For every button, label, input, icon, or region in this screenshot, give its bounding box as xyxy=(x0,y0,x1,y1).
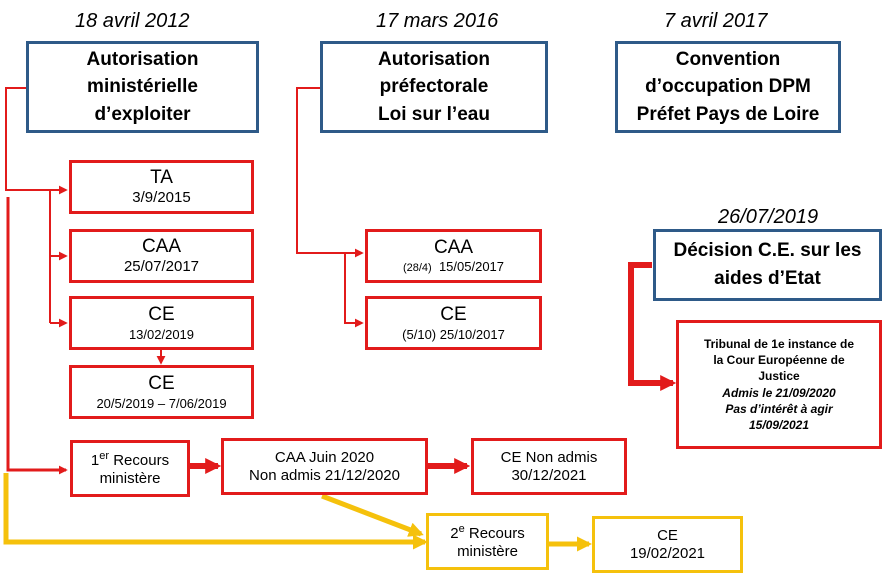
ce-non-admis-line2: 30/12/2021 xyxy=(511,466,587,484)
decision-ce-box: Décision C.E. sur les aides d’Etat xyxy=(653,229,882,301)
recours-2-box: 2e Recours ministère xyxy=(426,513,549,570)
recours2-text: Recours xyxy=(464,524,525,542)
tribunal-line1: Tribunal de 1e instance de xyxy=(703,336,855,351)
date-label-2016: 17 mars 2016 xyxy=(376,10,499,32)
connector-auth-to-ta xyxy=(5,87,68,195)
caa2-title: CAA xyxy=(433,236,474,258)
convention-line3: Préfet Pays de Loire xyxy=(636,103,820,125)
ce3-date: (5/10) 25/10/2017 xyxy=(402,326,505,342)
ce2-date: 20/5/2019 – 7/06/2019 xyxy=(96,395,227,411)
connector-decision-to-tribunal xyxy=(628,262,677,391)
caa-juin-line1: CAA Juin 2020 xyxy=(274,448,375,466)
caa1-title: CAA xyxy=(141,235,182,257)
date-label-2012: 18 avril 2012 xyxy=(75,10,190,32)
ce-non-admis-line1: CE Non admis xyxy=(500,448,598,466)
ce-box-2: CE 20/5/2019 – 7/06/2019 xyxy=(69,365,254,419)
caa-box-1: CAA 25/07/2017 xyxy=(69,229,254,283)
caa-juin-box: CAA Juin 2020 Non admis 21/12/2020 xyxy=(221,438,428,495)
ta-title: TA xyxy=(150,166,173,188)
authorization-line1: Autorisation xyxy=(86,48,199,70)
ce1-date: 13/02/2019 xyxy=(128,326,195,342)
convention-line2: d’occupation DPM xyxy=(645,76,811,98)
recours2-num: 2 xyxy=(450,524,459,542)
caa1-date: 25/07/2017 xyxy=(123,258,200,276)
convention-line1: Convention xyxy=(675,48,781,70)
ce1-title: CE xyxy=(148,303,175,325)
ce-final-title: CE xyxy=(657,526,678,544)
date-label-2017: 7 avril 2017 xyxy=(664,10,768,32)
tribunal-line6: 15/09/2021 xyxy=(748,417,810,432)
decision-line2: aides d’Etat xyxy=(714,268,821,289)
ce2-title: CE xyxy=(148,372,175,394)
tribunal-line5: Pas d’intérêt à agir xyxy=(725,401,833,416)
tribunal-line2: la Cour Européenne de xyxy=(713,353,845,368)
authorization-ministerial-box: Autorisation ministérielle d’exploiter xyxy=(26,41,259,133)
ta-box: TA 3/9/2015 xyxy=(69,160,254,214)
authorization-line2: ministérielle xyxy=(87,76,198,98)
authorization-line3: d’exploiter xyxy=(94,103,191,125)
recours-1-box: 1er Recours ministère xyxy=(70,440,190,497)
connector-pref-to-caa2 xyxy=(296,87,364,258)
caa-box-2: CAA (28/4) 15/05/2017 xyxy=(365,229,542,283)
recours1-line2: ministère xyxy=(99,469,161,487)
ce-final-date: 19/02/2021 xyxy=(629,544,706,562)
connector-to-ce3 xyxy=(344,253,364,328)
tribunal-line3: Justice xyxy=(758,369,800,384)
ce-box-1: CE 13/02/2019 xyxy=(69,296,254,350)
prefectoral-line1: Autorisation xyxy=(378,48,490,70)
date-label-2019: 26/07/2019 xyxy=(718,206,819,228)
ce-non-admis-box: CE Non admis 30/12/2021 xyxy=(471,438,627,495)
ce3-title: CE xyxy=(440,303,467,325)
caa-juin-line2: Non admis 21/12/2020 xyxy=(249,466,400,484)
convention-box: Convention d’occupation DPM Préfet Pays … xyxy=(615,41,841,133)
recours2-line1: 2e Recours xyxy=(450,523,525,543)
recours1-sup: er xyxy=(99,449,110,462)
recours1-text: Recours xyxy=(109,451,170,469)
recours1-num: 1 xyxy=(90,451,100,469)
prefectoral-line2: préfectorale xyxy=(379,76,489,98)
prefectoral-line3: Loi sur l’eau xyxy=(378,103,490,125)
caa2-date-row: (28/4) 15/05/2017 xyxy=(403,259,504,275)
recours2-sup: e xyxy=(458,522,465,535)
connector-caa-juin-to-recours2 xyxy=(321,493,424,537)
decision-line1: Décision C.E. sur les xyxy=(673,240,862,262)
authorization-prefectoral-box: Autorisation préfectorale Loi sur l’eau xyxy=(320,41,548,133)
recours2-line2: ministère xyxy=(457,542,518,560)
tribunal-line4: Admis le 21/09/2020 xyxy=(722,385,836,400)
connector-to-recours2 xyxy=(3,473,428,550)
ce-final-box: CE 19/02/2021 xyxy=(592,516,743,573)
connector-to-recours1 xyxy=(6,197,68,475)
caa2-date-b: 15/05/2017 xyxy=(438,259,505,275)
ta-date: 3/9/2015 xyxy=(132,189,191,207)
ce-box-3: CE (5/10) 25/10/2017 xyxy=(365,296,542,350)
caa2-date-a: (28/4) xyxy=(402,262,432,275)
tribunal-box: Tribunal de 1e instance de la Cour Europ… xyxy=(676,320,882,449)
recours1-line1: 1er Recours xyxy=(91,450,169,470)
